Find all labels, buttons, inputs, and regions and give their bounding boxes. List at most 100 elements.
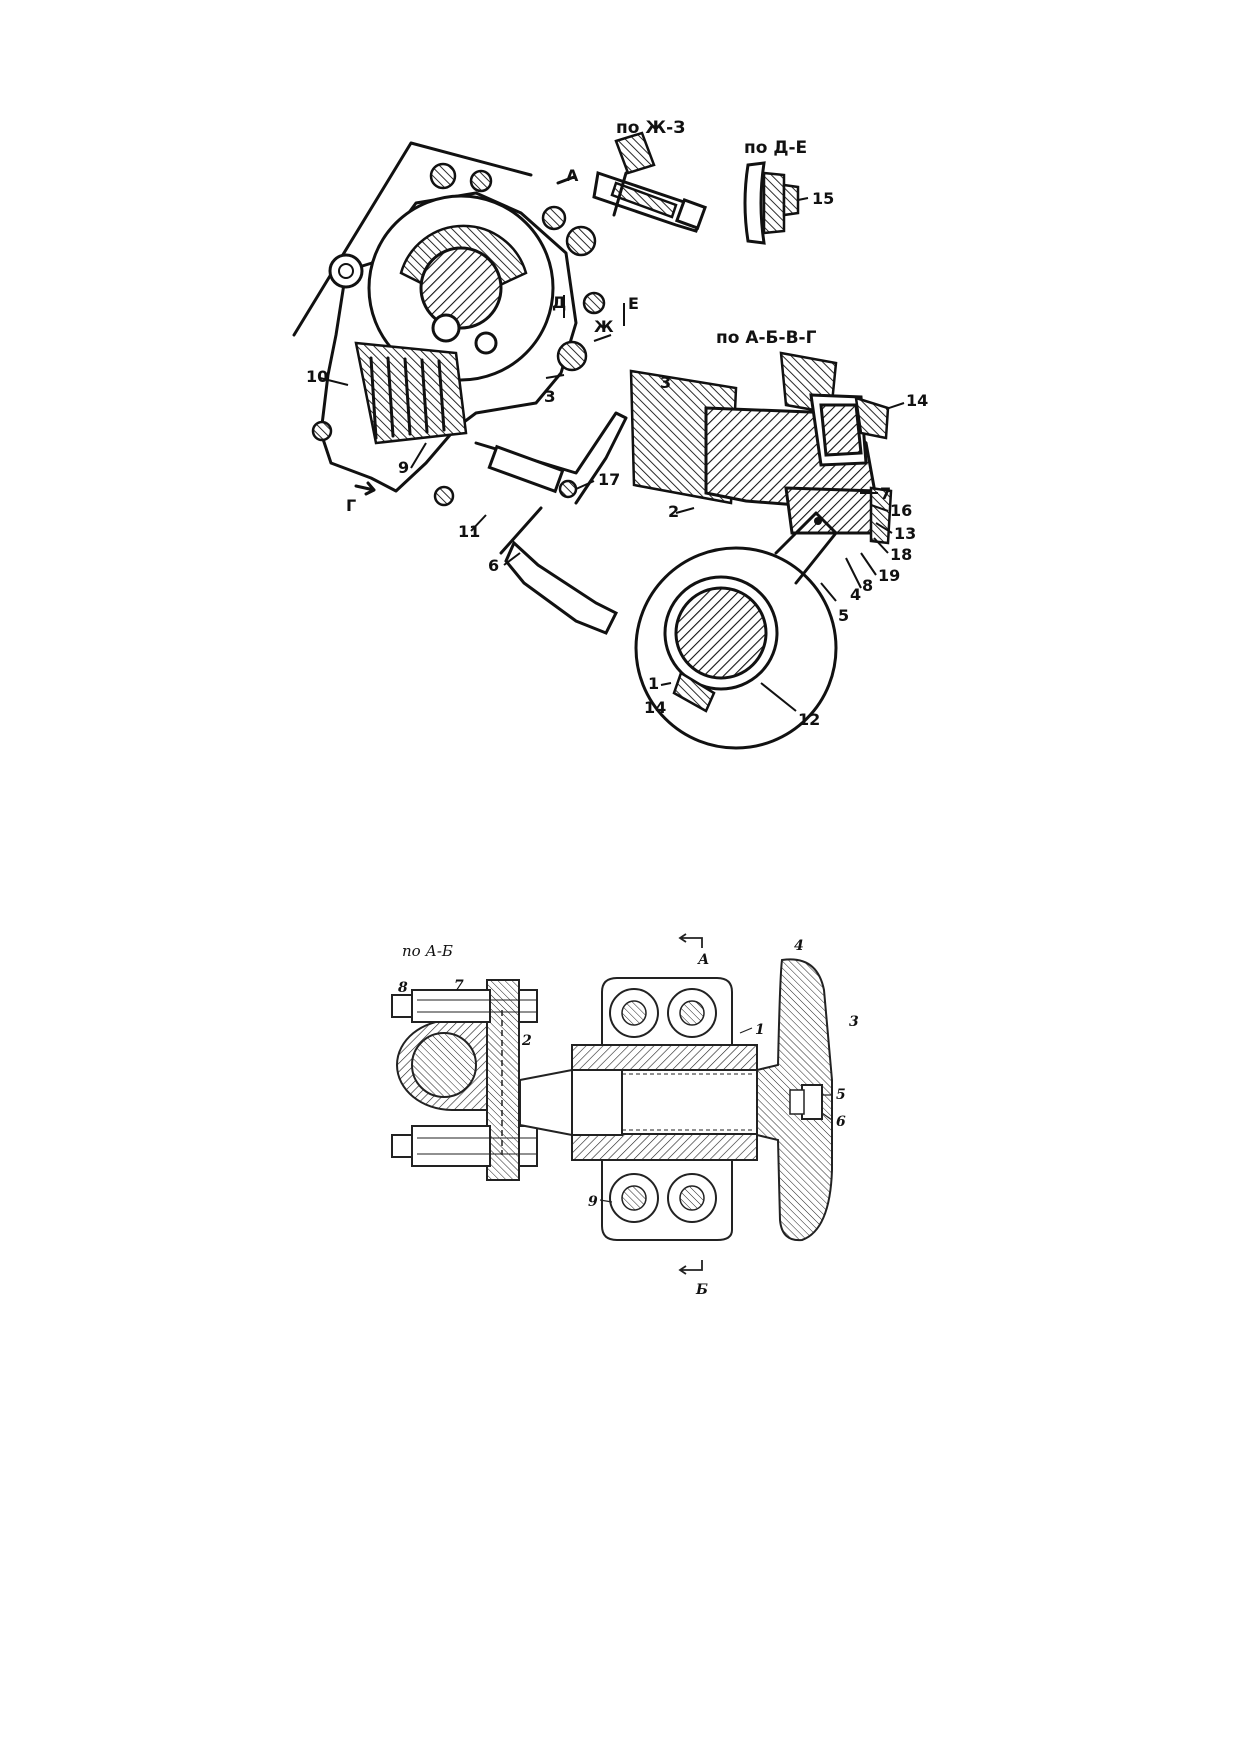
lever-bolt: [558, 479, 578, 499]
callout-14-bottom: 14: [644, 698, 666, 717]
callout-16: 16: [890, 501, 912, 520]
figure-2-coupling-drawing: по А-Б А Б 8 7 4 1 3 2 5 6 9: [362, 930, 974, 1304]
leader-lines-abvg: [660, 402, 905, 712]
callout-2: 2: [521, 1033, 532, 1049]
leader-lines-fig2: [599, 1027, 833, 1203]
callout-4: 4: [850, 585, 861, 604]
section-arrow-b: [678, 1260, 703, 1275]
section-view-abvg: [629, 351, 905, 750]
detail-view-zh-z: [592, 131, 708, 233]
lever-5: [774, 511, 838, 585]
lever-arm: [474, 411, 628, 505]
bore: [616, 1069, 758, 1135]
section-letter-a: А: [697, 952, 709, 968]
section-letter-e: Е: [628, 294, 639, 313]
section-mark-z: [545, 374, 565, 379]
callout-5: 5: [836, 1087, 846, 1103]
callout-10: 10: [306, 367, 328, 386]
bolt: [582, 291, 606, 315]
callout-9: 9: [398, 458, 409, 477]
callout-7: 7: [454, 978, 464, 994]
pawl-part: [819, 403, 863, 457]
section-mark-a: [556, 175, 576, 185]
callout-14-top: 14: [906, 391, 928, 410]
callout-13: 13: [894, 524, 916, 543]
callout-15: 15: [812, 189, 834, 208]
bolt: [429, 162, 457, 190]
callout-17: 17: [598, 470, 620, 489]
side-bolt-bottom: [391, 1125, 538, 1167]
leader-15: [797, 197, 809, 201]
nut-5: [801, 1084, 823, 1120]
caption-d-e: по Д-Е: [744, 138, 807, 158]
bolt-nut: [674, 197, 708, 231]
section-letter-b: Б: [695, 1282, 708, 1298]
callout-3: 3: [849, 1014, 859, 1030]
callout-6: 6: [488, 556, 499, 575]
callout-8: 8: [398, 980, 408, 996]
callout-1: 1: [755, 1022, 765, 1038]
shaft-section-12: [674, 586, 768, 680]
lever-sleeve: [487, 444, 565, 494]
callout-5: 5: [838, 606, 849, 625]
outer-wheel-contour: [634, 546, 838, 750]
pivot-pin: [814, 517, 822, 525]
bracket-leg: [612, 171, 628, 217]
main-assembly-view: [519, 933, 833, 1275]
callout-12: 12: [798, 710, 820, 729]
shaft-collar: [571, 1069, 623, 1136]
section-letter-d: Д: [552, 293, 566, 312]
mounting-ear: [328, 253, 364, 289]
detail-view-d-e: [743, 161, 809, 245]
figure-1-svg: по Ж-З по Д-Е по А-Б-В-Г А Д Е Ж З Г 10 …: [292, 118, 928, 750]
bolt-thread: [610, 181, 678, 219]
bolt: [565, 225, 597, 257]
plate-section: [743, 161, 766, 245]
side-section-view: [391, 979, 538, 1181]
plate-section: [486, 979, 520, 1181]
section-arrow-g: [354, 481, 376, 496]
caption-abvg: по А-Б-В-Г: [716, 328, 817, 348]
housing-front-view: [292, 141, 628, 635]
section-letter-zh: Ж: [594, 317, 614, 336]
castle-nuts: [609, 988, 717, 1223]
washer-6: [789, 1089, 805, 1115]
bolt: [469, 169, 493, 193]
section-mark-zh: [593, 334, 612, 342]
callout-6: 6: [836, 1114, 846, 1130]
callout-9: 9: [588, 1194, 598, 1210]
handle-grip: [504, 540, 619, 635]
clamp-1: [672, 671, 716, 713]
caption-a-b: по А-Б: [402, 942, 453, 960]
callout-2: 2: [668, 502, 679, 521]
ring-12: [663, 575, 779, 691]
spring-housing: [784, 486, 884, 535]
side-bolt-top: [391, 989, 538, 1023]
ratchet-teeth: [369, 356, 446, 440]
callout-11: 11: [458, 522, 480, 541]
shaft-section: [419, 246, 503, 330]
cap-14: [854, 396, 890, 440]
bolt: [556, 340, 588, 372]
section-letter-a: А: [566, 166, 579, 185]
callout-1: 1: [648, 674, 659, 693]
bolt: [541, 205, 567, 231]
callout-7: 7: [880, 484, 891, 503]
figure-1-mechanism-drawing: по Ж-З по Д-Е по А-Б-В-Г А Д Е Ж З Г 10 …: [276, 113, 1058, 815]
callout-3: 3: [660, 373, 671, 392]
bolt: [433, 485, 455, 507]
bracket-section: [614, 131, 656, 175]
clamp-section: [762, 171, 786, 235]
section-arrow-a: [678, 933, 703, 948]
caption-zh-z: по Ж-З: [616, 118, 685, 138]
callout-8: 8: [862, 576, 873, 595]
screw-head: [782, 183, 800, 217]
section-letter-z: З: [544, 387, 555, 406]
callout-19: 19: [878, 566, 900, 585]
figure-2-svg: по А-Б А Б 8 7 4 1 3 2 5 6 9: [391, 933, 859, 1298]
pin-section: [411, 1032, 477, 1098]
callout-18: 18: [890, 545, 912, 564]
handle-shank: [499, 506, 543, 555]
mounting-ear-hole: [338, 263, 354, 279]
callout-4: 4: [794, 938, 804, 954]
